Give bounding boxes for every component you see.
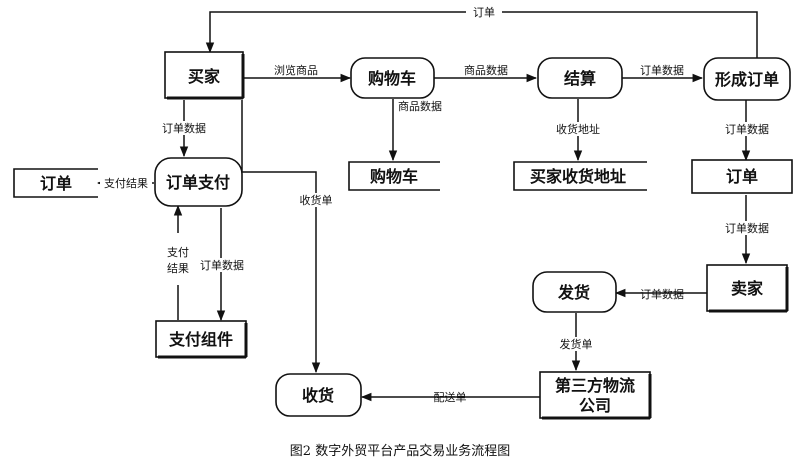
- label-delivery-note: 配送单: [434, 390, 467, 404]
- label-address: 收货地址: [556, 122, 600, 136]
- label-pay-result-v-1: 支付: [167, 246, 189, 259]
- label-order-data-pay: 订单数据: [200, 258, 244, 272]
- node-order-store-right: 订单: [726, 167, 758, 186]
- node-third-party-line1: 第三方物流: [555, 376, 635, 395]
- label-order-data-seller: 订单数据: [640, 287, 684, 301]
- node-ship: 发货: [557, 283, 590, 302]
- node-pay-component: 支付组件: [168, 330, 233, 349]
- label-pay-result-v-2: 结果: [167, 262, 189, 275]
- node-third-party-box: [539, 371, 651, 419]
- node-address-store-box: [513, 161, 647, 191]
- edge-receipt-note: [241, 100, 321, 374]
- node-buyer-box: [164, 51, 244, 99]
- node-receive: 收货: [302, 386, 334, 405]
- label-pay-result-left: 支付结果: [104, 177, 148, 190]
- node-order-store-left: 订单: [40, 174, 72, 193]
- node-cart: 购物车: [368, 69, 416, 88]
- node-receive-box: [275, 373, 362, 417]
- node-ship-box: [532, 271, 617, 313]
- label-order-data-right-1: 订单数据: [725, 122, 769, 136]
- node-cart-store-box: [348, 161, 440, 191]
- node-third-party-line2: 公司: [579, 396, 611, 415]
- node-create-order: 形成订单: [715, 70, 779, 89]
- node-cart-store: 购物车: [370, 167, 418, 186]
- edge-labels: 订单 浏览商品 商品数据 商品数据 订单数据 收货地址 订单数据 订单数据 订单…: [100, 5, 774, 404]
- label-browse-goods: 浏览商品: [274, 63, 318, 77]
- node-cart-box: [350, 57, 435, 99]
- edge-order-top: [205, 11, 758, 60]
- node-pay: 订单支付: [166, 173, 230, 192]
- node-checkout-box: [537, 57, 623, 99]
- label-goods-data-1: 商品数据: [464, 63, 508, 77]
- label-receipt-note: 收货单: [300, 193, 333, 207]
- node-create-order-box: [703, 57, 791, 101]
- label-order-data-buyer: 订单数据: [162, 121, 206, 135]
- label-order-data-1: 订单数据: [640, 63, 684, 77]
- node-seller: 卖家: [731, 279, 764, 298]
- node-pay-box: [154, 157, 243, 207]
- node-seller-box: [706, 264, 788, 312]
- label-ship-note: 发货单: [560, 337, 593, 351]
- node-checkout: 结算: [563, 69, 596, 88]
- node-address-store: 买家收货地址: [530, 167, 626, 186]
- label-goods-data-2: 商品数据: [398, 99, 442, 113]
- label-order-data-right-2: 订单数据: [725, 221, 769, 235]
- figure-caption: 图2 数字外贸平台产品交易业务流程图: [290, 443, 510, 459]
- node-order-store-right-box: [691, 159, 793, 194]
- label-order-top: 订单: [473, 6, 495, 19]
- node-order-store-left-box: [13, 168, 98, 198]
- node-buyer: 买家: [188, 67, 221, 86]
- nodes: 买家 购物车 结算 形成订单 订单 卖家 发货 第三方物流 公司 收货 订单支付: [13, 51, 793, 420]
